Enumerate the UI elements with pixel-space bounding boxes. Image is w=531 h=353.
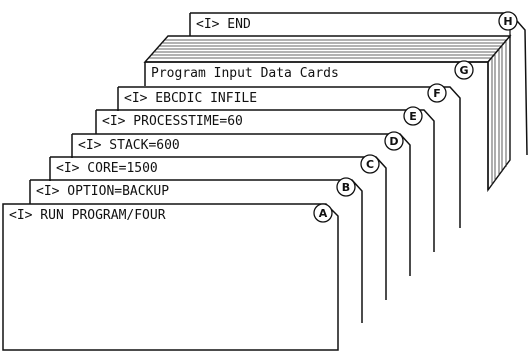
card-h-badge: H: [499, 12, 517, 30]
svg-text:G: G: [459, 64, 468, 77]
card-f-badge: F: [428, 84, 446, 102]
svg-text:F: F: [433, 87, 441, 100]
card-e-badge: E: [404, 107, 422, 125]
card-g-stack-lines: [149, 40, 508, 58]
card-b-badge: B: [337, 178, 355, 196]
svg-text:B: B: [342, 181, 350, 194]
card-a-label: <I> RUN PROGRAM/FOUR: [9, 208, 166, 223]
card-g-data-block: Program Input Data Cards G: [145, 36, 510, 190]
svg-text:D: D: [389, 135, 398, 148]
card-g-label: Program Input Data Cards: [151, 66, 339, 81]
svg-text:A: A: [319, 207, 328, 220]
card-a-badge: A: [314, 204, 332, 222]
svg-text:C: C: [366, 158, 374, 171]
card-d-badge: D: [385, 132, 403, 150]
svg-text:E: E: [409, 110, 417, 123]
card-c-badge: C: [361, 155, 379, 173]
svg-text:H: H: [503, 15, 512, 28]
card-a: <I> RUN PROGRAM/FOUR A: [3, 204, 338, 350]
card-d-label: <I> STACK=600: [78, 138, 180, 153]
card-f-label: <I> EBCDIC INFILE: [124, 91, 257, 106]
card-b-label: <I> OPTION=BACKUP: [36, 184, 169, 199]
card-h-label: <I> END: [196, 17, 251, 32]
card-e-label: <I> PROCESSTIME=60: [102, 114, 243, 129]
card-g-badge: G: [455, 61, 473, 79]
card-c-label: <I> CORE=1500: [56, 161, 158, 176]
